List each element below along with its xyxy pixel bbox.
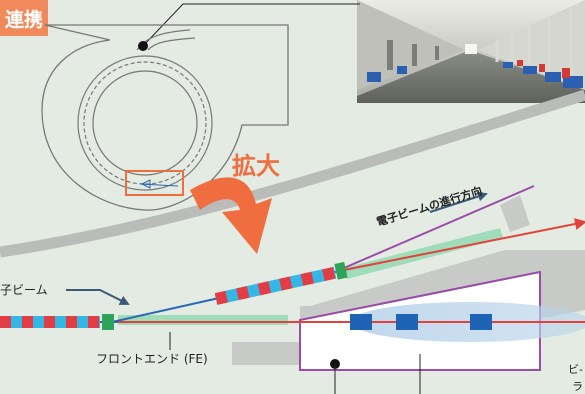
zoom-beamline bbox=[139, 183, 179, 187]
zoom-fan bbox=[140, 179, 151, 189]
electron-beam-label: 子ビーム bbox=[0, 283, 48, 297]
ring-inner bbox=[92, 70, 198, 176]
direction-arrow-icon bbox=[429, 191, 488, 213]
ring-wall-band bbox=[0, 89, 585, 258]
front-end-label: フロントエンド (FE) bbox=[96, 352, 208, 366]
shield-wall-upper bbox=[500, 195, 530, 232]
section-tag: 連携 bbox=[0, 0, 48, 36]
zoom-label: 拡大 bbox=[232, 152, 280, 180]
undulator-magnets-upper bbox=[214, 266, 337, 305]
beamline-label-partial-2: ラ bbox=[572, 380, 583, 393]
tunnel-photo-image bbox=[357, 0, 585, 103]
bending-magnet-left bbox=[102, 314, 114, 330]
location-marker-dot bbox=[138, 41, 148, 51]
beam-direction-label: 電子ビームの進行方向 bbox=[375, 183, 484, 228]
hutch-wall-upper bbox=[343, 185, 535, 269]
front-end-pipe bbox=[118, 315, 288, 325]
curved-arrow-icon bbox=[190, 177, 272, 254]
optics-block-1 bbox=[350, 314, 372, 330]
facility-outline bbox=[41, 24, 289, 211]
optics-block-3 bbox=[470, 314, 492, 330]
ring-sawtooth bbox=[83, 61, 207, 185]
bending-magnet-upper bbox=[334, 261, 348, 280]
undulator-magnets-left bbox=[0, 316, 100, 328]
arrow-right-icon bbox=[66, 289, 130, 305]
injector-line-2 bbox=[147, 37, 196, 51]
beamline-label-partial: ビ- bbox=[568, 363, 583, 376]
ring-outer bbox=[77, 55, 213, 191]
accelerator-tunnel-photo bbox=[357, 0, 585, 103]
optics-block-2 bbox=[396, 314, 418, 330]
photo-leader-line bbox=[142, 3, 360, 47]
zoom-region bbox=[125, 170, 184, 196]
xray-beam-upper bbox=[343, 218, 585, 271]
